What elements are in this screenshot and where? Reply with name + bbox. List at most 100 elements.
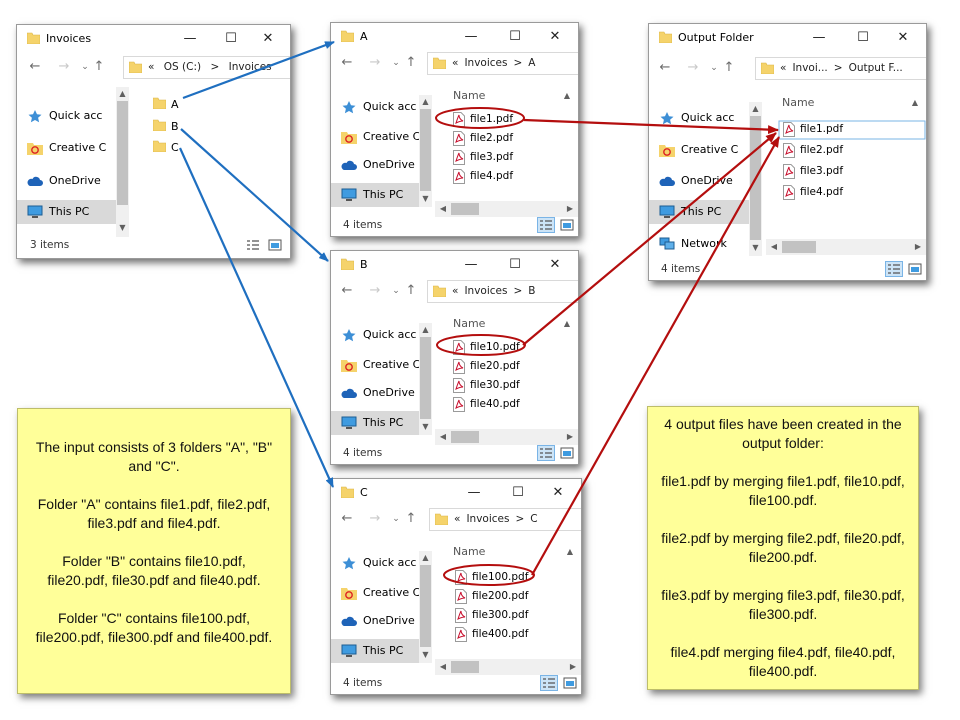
scroll-down-arrow[interactable]: ▼	[119, 223, 126, 232]
forward-button[interactable]: →	[369, 283, 381, 298]
nav-scrollbar[interactable]: ▲ ▼	[116, 87, 129, 237]
file-item[interactable]: file40.pdf	[453, 396, 543, 414]
close-button[interactable]: ✕	[897, 30, 909, 45]
file-item[interactable]: file10.pdf	[453, 339, 543, 357]
minimize-button[interactable]: —	[464, 257, 478, 272]
title-bar[interactable]: Invoices — ☐ ✕	[17, 25, 290, 53]
back-button[interactable]: ←	[659, 60, 671, 75]
file-item[interactable]: file3.pdf	[453, 149, 543, 167]
breadcrumb-item[interactable]: Output F...	[848, 62, 903, 74]
horizontal-scrollbar[interactable]: ◀▶	[435, 659, 581, 675]
nav-item-this-pc[interactable]: This PC	[331, 411, 419, 435]
address-bar[interactable]: «Invoi...>Output F...	[755, 57, 926, 80]
scroll-up-arrow[interactable]: ▲	[422, 97, 429, 106]
file-item[interactable]: file1.pdf	[783, 121, 873, 139]
scroll-down-arrow[interactable]: ▼	[752, 243, 759, 252]
breadcrumb-item[interactable]: Invoices	[464, 285, 508, 297]
nav-item-onedrive[interactable]: OneDrive	[331, 609, 419, 633]
address-bar[interactable]: «Invoices>C	[429, 508, 581, 531]
breadcrumb-item[interactable]: C	[530, 513, 538, 525]
horizontal-scrollbar[interactable]: ◀▶	[435, 429, 578, 445]
forward-button[interactable]: →	[58, 59, 70, 74]
nav-item-this-pc[interactable]: This PC	[331, 183, 419, 207]
nav-item-onedrive[interactable]: OneDrive	[649, 169, 749, 193]
nav-item-quick-access[interactable]: Quick acc	[331, 551, 419, 575]
details-view-button[interactable]	[537, 217, 555, 233]
scroll-thumb[interactable]	[420, 565, 431, 647]
up-button[interactable]: ↑	[405, 55, 417, 70]
large-icons-view-button[interactable]	[558, 445, 576, 461]
maximize-button[interactable]: ☐	[512, 485, 524, 500]
file-item[interactable]: file300.pdf	[455, 607, 545, 625]
title-bar[interactable]: B—☐✕	[331, 251, 578, 279]
file-item[interactable]: file1.pdf	[453, 111, 543, 129]
maximize-button[interactable]: ☐	[509, 29, 521, 44]
scroll-thumb[interactable]	[451, 661, 479, 673]
column-header-name[interactable]: Name	[453, 89, 486, 102]
nav-item-creative-cloud[interactable]: Creative C	[331, 581, 420, 605]
forward-button[interactable]: →	[369, 511, 381, 526]
nav-item-onedrive[interactable]: OneDrive	[331, 381, 419, 405]
scroll-down-arrow[interactable]: ▼	[422, 422, 429, 431]
nav-item-onedrive[interactable]: OneDrive	[17, 169, 117, 193]
file-item[interactable]: file100.pdf	[455, 569, 545, 587]
details-view-button[interactable]	[540, 675, 558, 691]
close-button[interactable]: ✕	[549, 29, 561, 44]
file-item[interactable]: file4.pdf	[453, 168, 543, 186]
minimize-button[interactable]: —	[464, 29, 478, 44]
column-header-name[interactable]: Name	[782, 96, 815, 109]
file-item[interactable]: file2.pdf	[453, 130, 543, 148]
recent-locations-dropdown[interactable]: ⌄	[392, 58, 400, 68]
nav-item-onedrive[interactable]: OneDrive	[331, 153, 419, 177]
nav-item-network[interactable]: Network	[649, 232, 749, 256]
forward-button[interactable]: →	[687, 60, 699, 75]
back-button[interactable]: ←	[29, 59, 41, 74]
back-button[interactable]: ←	[341, 283, 353, 298]
up-button[interactable]: ↑	[405, 511, 417, 526]
scroll-right-arrow[interactable]: ▶	[566, 204, 574, 213]
scroll-down-arrow[interactable]: ▼	[422, 650, 429, 659]
breadcrumb-item[interactable]: B	[528, 285, 536, 297]
scroll-thumb[interactable]	[782, 241, 816, 253]
scroll-left-arrow[interactable]: ◀	[439, 204, 447, 213]
nav-item-creative-cloud[interactable]: Creative C	[331, 353, 420, 377]
up-button[interactable]: ↑	[405, 283, 417, 298]
scroll-up-arrow[interactable]: ▲	[563, 91, 571, 100]
scroll-thumb[interactable]	[451, 203, 479, 215]
scroll-thumb[interactable]	[451, 431, 479, 443]
scroll-right-arrow[interactable]: ▶	[914, 242, 922, 251]
nav-scrollbar[interactable]: ▲▼	[419, 95, 432, 207]
scroll-left-arrow[interactable]: ◀	[770, 242, 778, 251]
close-button[interactable]: ✕	[262, 31, 274, 46]
nav-item-creative-cloud[interactable]: Creative C	[331, 125, 420, 149]
breadcrumb-item[interactable]: OS (C:)	[163, 61, 202, 73]
scroll-thumb[interactable]	[117, 101, 128, 205]
breadcrumb-item[interactable]: Invoices	[464, 57, 508, 69]
back-button[interactable]: ←	[341, 55, 353, 70]
column-header-name[interactable]: Name	[453, 317, 486, 330]
nav-item-this-pc[interactable]: This PC	[17, 200, 117, 224]
file-item[interactable]: file20.pdf	[453, 358, 543, 376]
nav-item-quick-access[interactable]: Quick acc	[331, 323, 419, 347]
recent-locations-dropdown[interactable]: ⌄	[392, 286, 400, 296]
nav-scrollbar[interactable]: ▲▼	[419, 551, 432, 663]
scroll-up-arrow[interactable]: ▲	[422, 325, 429, 334]
title-bar[interactable]: C—☐✕	[331, 479, 581, 507]
recent-locations-dropdown[interactable]: ⌄	[710, 63, 718, 73]
title-bar[interactable]: Output Folder—☐✕	[649, 24, 926, 52]
nav-item-this-pc[interactable]: This PC	[331, 639, 419, 663]
scroll-left-arrow[interactable]: ◀	[439, 432, 447, 441]
file-item[interactable]: file30.pdf	[453, 377, 543, 395]
file-item[interactable]: file2.pdf	[783, 142, 873, 160]
up-button[interactable]: ↑	[723, 60, 735, 75]
details-view-button[interactable]	[244, 237, 262, 253]
close-button[interactable]: ✕	[549, 257, 561, 272]
breadcrumb-item[interactable]: A	[528, 57, 536, 69]
scroll-up-arrow[interactable]: ▲	[563, 319, 571, 328]
large-icons-view-button[interactable]	[561, 675, 579, 691]
scroll-left-arrow[interactable]: ◀	[439, 662, 447, 671]
address-bar[interactable]: «Invoices>A	[427, 52, 578, 75]
file-item[interactable]: file4.pdf	[783, 184, 873, 202]
scroll-down-arrow[interactable]: ▼	[422, 194, 429, 203]
maximize-button[interactable]: ☐	[857, 30, 869, 45]
